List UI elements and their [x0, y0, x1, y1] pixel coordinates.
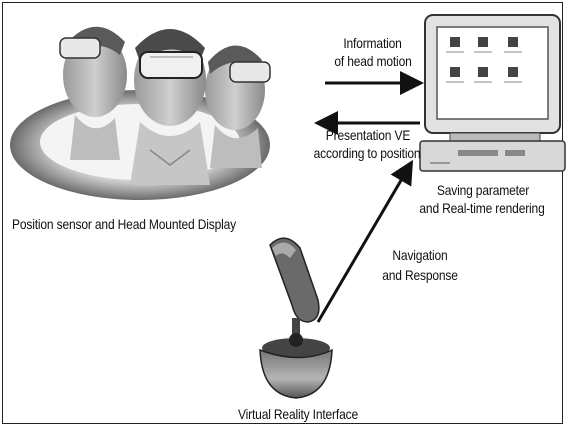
- label-position-sensor: Position sensor and Head Mounted Display: [12, 216, 237, 232]
- user-head-left: [59, 26, 127, 160]
- desktop-icons: [446, 37, 522, 83]
- label-nav-line1: Navigation: [392, 247, 448, 263]
- label-info-line2: of head motion: [334, 53, 412, 69]
- label-present-line2: according to position: [313, 145, 421, 161]
- label-info-line1: Information: [343, 35, 402, 51]
- label-vr-interface: Virtual Reality Interface: [238, 406, 358, 422]
- label-saving-line2: and Real-time rendering: [419, 200, 545, 216]
- user-head-center: [130, 29, 210, 185]
- label-nav-line2: and Response: [382, 267, 458, 283]
- label-saving-line1: Saving parameter: [436, 182, 530, 198]
- computer-illustration: [419, 14, 566, 172]
- arrow-navigation: [316, 159, 414, 323]
- joystick-illustration: [259, 237, 333, 399]
- head-users-illustration: [10, 26, 271, 200]
- label-present-line1: Presentation VE: [325, 127, 411, 143]
- user-head-right: [205, 45, 271, 168]
